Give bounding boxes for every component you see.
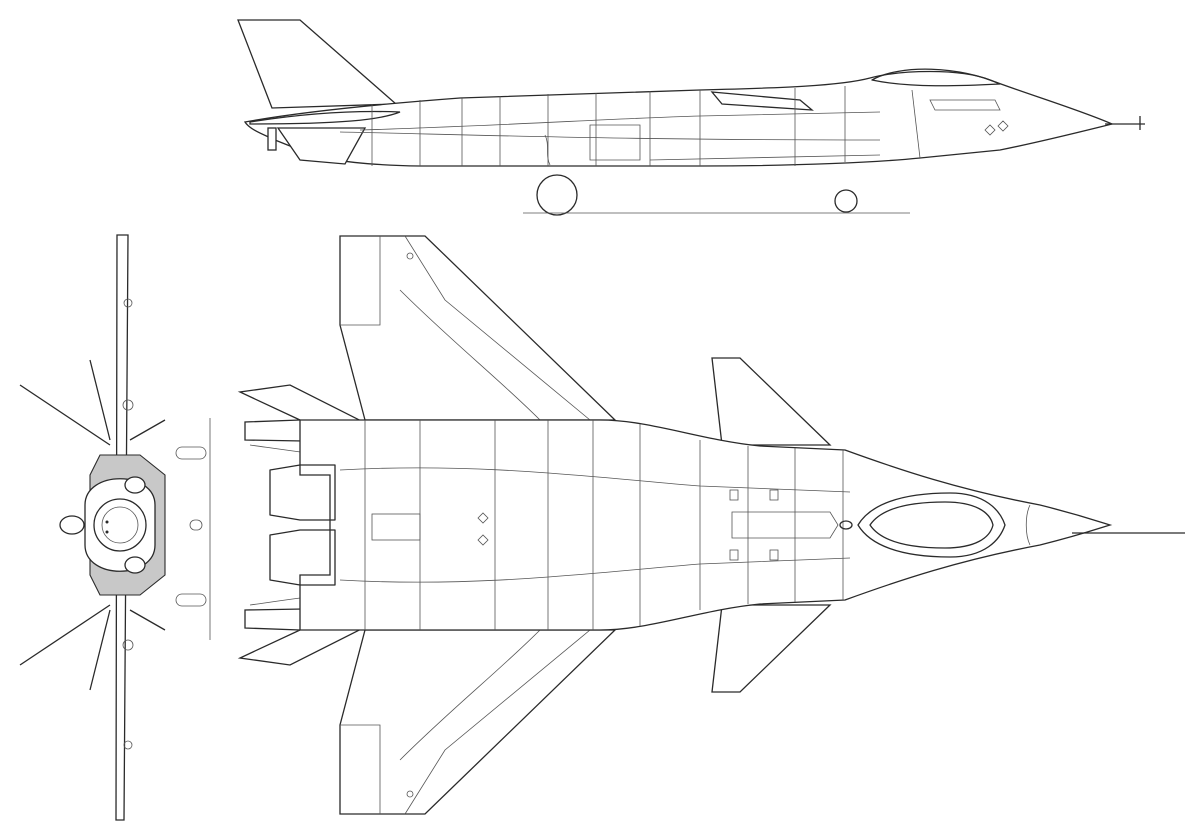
wheel-front-nose [189,519,203,531]
main-wing [339,235,617,421]
main-wheel [536,174,578,216]
wheel-front-left [175,446,207,460]
front-view [19,234,211,821]
canard [711,357,832,446]
fuselage-front [93,498,147,552]
wheel-front-right [175,593,207,607]
horizontal-tail-side [249,110,401,125]
vertical-tail [237,19,398,109]
nose-wheel [834,189,858,213]
canard-side [710,91,814,111]
side-view [237,19,1145,216]
exhaust-nozzles [269,464,336,586]
fuselage-top [299,419,1113,631]
ventral-fin [276,127,367,165]
canopy-top [857,492,1006,558]
exhaust-nozzle [267,127,277,151]
canopy [871,68,1001,87]
top-view [237,235,1185,815]
